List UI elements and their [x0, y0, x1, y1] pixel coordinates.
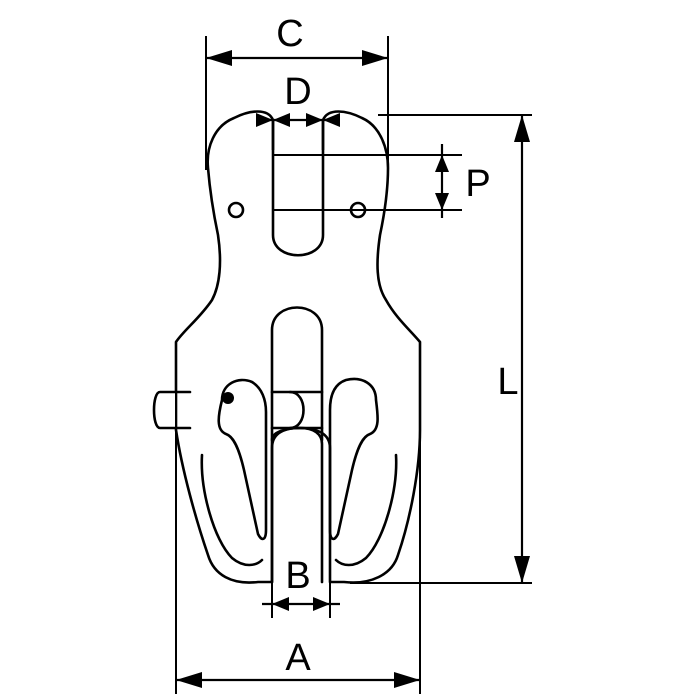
- l-arrow-bottom: [514, 556, 530, 583]
- d-arrow-left-in: [273, 113, 290, 127]
- left-hole: [227, 201, 245, 219]
- left-latch: [217, 378, 268, 541]
- label-b: B: [285, 555, 310, 597]
- label-l: L: [497, 361, 518, 403]
- center-link-slot: [270, 306, 324, 584]
- right-lower-cavity: [334, 453, 398, 567]
- a-arrow-right: [394, 672, 420, 688]
- label-p: P: [465, 163, 490, 205]
- p-arrow-top: [435, 155, 449, 172]
- d-arrow-right-in: [306, 113, 323, 127]
- d-arrow-right: [323, 113, 340, 127]
- hook-body-outline: [174, 110, 422, 584]
- top-slot: [271, 118, 325, 257]
- latch-rivet: [222, 392, 234, 404]
- p-arrow-bottom: [435, 193, 449, 210]
- b-arrow-left: [272, 597, 289, 611]
- c-arrow-left: [206, 50, 232, 66]
- label-a: A: [285, 637, 311, 679]
- left-lower-cavity: [200, 453, 264, 567]
- a-arrow-left: [176, 672, 202, 688]
- c-arrow-right: [362, 50, 388, 66]
- label-d: D: [284, 71, 311, 113]
- b-arrow-right: [313, 597, 330, 611]
- right-latch: [328, 377, 379, 541]
- label-c: C: [276, 13, 303, 55]
- d-arrow-left: [256, 113, 273, 127]
- l-arrow-top: [514, 115, 530, 142]
- pin-stub: [152, 390, 176, 430]
- cross-pin-end: [288, 390, 305, 430]
